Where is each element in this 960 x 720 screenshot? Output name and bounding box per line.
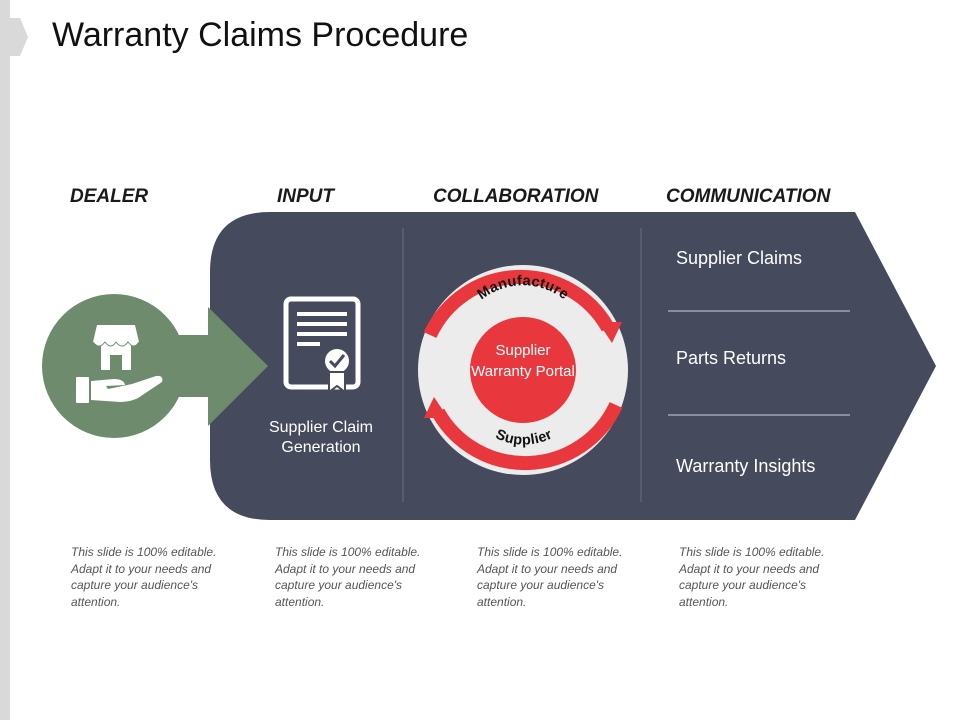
portal-center [470,317,576,423]
column-header-dealer: DEALER [70,186,149,207]
portal-center-label: Supplier Warranty Portal [471,342,575,380]
column-header-collaboration: COLLABORATION [433,186,599,207]
title-tab-marker [0,18,28,56]
cycle-arrow-head [424,397,448,418]
column-caption-collaboration: This slide is 100% editable. Adapt it to… [477,545,623,609]
column-caption-communication: This slide is 100% editable. Adapt it to… [679,545,825,609]
store-in-hand-icon [76,325,163,403]
input-step-label: Supplier Claim Generation [268,419,374,456]
column-header-communication: COMMUNICATION [666,186,831,207]
column-header-input: INPUT [277,186,334,207]
slide-edge-bar [0,0,10,720]
certificate-icon [283,296,361,394]
communication-item: Supplier Claims [676,248,803,268]
bottom-arc-label: Supplier [493,427,555,449]
collaboration-cycle [418,265,628,475]
communication-item: Warranty Insights [676,456,816,476]
communication-item: Parts Returns [676,348,787,368]
cycle-arrow-head [598,322,622,343]
column-caption-dealer: This slide is 100% editable. Adapt it to… [71,545,217,609]
slide-title: Warranty Claims Procedure [52,16,469,54]
column-caption-input: This slide is 100% editable. Adapt it to… [275,545,421,609]
